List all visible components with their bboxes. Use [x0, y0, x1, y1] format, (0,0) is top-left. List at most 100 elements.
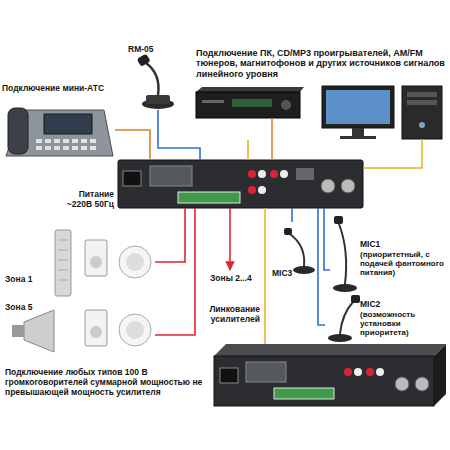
- paging-microphone-part: [146, 63, 159, 95]
- pbx-phone-part: [8, 108, 28, 154]
- pbx-phone-part-part: [81, 139, 87, 143]
- mixer-amplifier-part: [296, 168, 314, 180]
- pbx-phone: [6, 108, 113, 156]
- linked-amplifier-part: [366, 368, 374, 376]
- signal-cable: [324, 208, 330, 270]
- microphone: MIC2(возможность установки приоритета): [325, 296, 448, 348]
- pbx-phone-part-part: [72, 146, 78, 150]
- computer-part: [322, 86, 394, 128]
- desk-microphone-part: [340, 302, 353, 334]
- linked-amplifier-part: [415, 377, 429, 391]
- desk-microphone-part: [333, 284, 357, 292]
- linked-amplifier: [214, 344, 446, 406]
- pbx-phone-part-part: [63, 146, 69, 150]
- signal-wire-part: [271, 118, 273, 160]
- mixer-amplifier-part: [248, 186, 256, 194]
- microphone: MIC1(приоритетный, с подачей фантомного …: [330, 212, 448, 294]
- computer-part: [340, 136, 376, 139]
- signal-cable: [155, 208, 195, 335]
- cd-player: [196, 87, 304, 118]
- paging-microphone-part: [137, 54, 151, 67]
- pbx-phone-part: [44, 114, 92, 134]
- node-caption: Подключение ПК, CD/MP3 проигрывателей, A…: [196, 48, 446, 79]
- node-note: (возможность установки приоритета): [360, 310, 446, 338]
- zone-speakers-part: [55, 230, 71, 296]
- mixer-amplifier-part: [258, 186, 266, 194]
- annotation-text: Линкование усилителей: [196, 305, 260, 325]
- signal-cable: [318, 208, 325, 325]
- computer-part: [352, 128, 364, 136]
- mixer-amplifier-part: [321, 179, 335, 193]
- desk-microphone: [284, 228, 315, 274]
- computer-part: [407, 100, 437, 105]
- mixer-amplifier-part: [248, 170, 256, 178]
- zone-speakers-part: [58, 280, 68, 281]
- mixer-amplifier-part: [118, 160, 363, 208]
- microphone: MIC3: [272, 222, 314, 277]
- pbx-phone-part-part: [45, 146, 51, 150]
- desk-microphone-part: [290, 234, 304, 266]
- zone-speakers-part: [119, 246, 151, 278]
- amplifier: Питание ~220В 50Гц: [118, 160, 363, 208]
- speaker-zone: Зона 5: [5, 303, 155, 362]
- node-caption: MIC2: [360, 300, 446, 310]
- node-caption: Подключение мини-АТС: [2, 84, 114, 94]
- linked-amplifier-part: [246, 362, 286, 382]
- cd-player-part: [196, 87, 304, 92]
- signal-cable: [247, 140, 249, 160]
- desk-microphone-part: [351, 295, 360, 303]
- signal-cable: [291, 208, 293, 222]
- computer-part: [407, 92, 437, 97]
- zone-speakers-part: [58, 270, 68, 271]
- cd-player-part: [196, 92, 300, 118]
- pbx-device: Подключение мини-АТС: [0, 82, 115, 160]
- pbx-phone-part-part: [45, 139, 51, 143]
- mixer-amplifier-part: [258, 170, 266, 178]
- mixer-amplifier-part: [178, 192, 240, 203]
- node-caption: MIC3: [272, 269, 302, 279]
- signal-cable: [155, 208, 185, 262]
- node-caption: Питание ~220В 50Гц: [56, 190, 114, 210]
- zone-speakers-part: [126, 253, 144, 271]
- desk-microphone-part: [334, 216, 343, 224]
- mixer-amplifier-part: [270, 170, 278, 178]
- pbx-phone-part-part: [54, 139, 60, 143]
- linked-amplifier-part: [220, 368, 238, 383]
- pbx-phone-part-part: [90, 139, 96, 143]
- linked-amplifier-part: [214, 344, 446, 356]
- zone-speakers: [12, 310, 151, 352]
- node-caption: MIC1: [360, 240, 448, 250]
- linked-amplifier-part: [344, 368, 352, 376]
- computer-part: [402, 86, 442, 139]
- desk-microphone: [328, 295, 360, 342]
- node-caption: RM-05: [128, 45, 183, 55]
- mixer-amplifier-part: [123, 171, 141, 186]
- cd-player-part: [202, 100, 224, 103]
- linked-amplifier-part: [274, 388, 334, 399]
- mixer-amplifier-part: [280, 170, 288, 178]
- zone-speakers-part: [58, 250, 68, 251]
- zone-speakers-part: [126, 321, 144, 339]
- mixer-amplifier-part: [150, 166, 192, 186]
- mixer-amplifier-part: [341, 179, 355, 193]
- linked-amplifier-part: [214, 356, 434, 406]
- desk-microphone-part: [293, 266, 315, 274]
- desk-microphone-part: [339, 224, 346, 284]
- pbx-phone-part-part: [72, 139, 78, 143]
- pbx-phone-part-part: [36, 146, 42, 150]
- speaker-zone: Зоны 2...4: [210, 270, 258, 298]
- node-caption: Зона 5: [5, 303, 53, 313]
- cd-player-part: [281, 100, 291, 110]
- zone-speakers-part: [90, 256, 102, 268]
- signal-wire-part: [264, 208, 266, 348]
- pbx-phone-part: [36, 139, 96, 150]
- zone-speakers-part: [119, 314, 151, 346]
- linked-amplifier-part: [434, 344, 446, 406]
- pbx-phone-part-part: [36, 139, 42, 143]
- speaker-zone: Зона 1: [5, 225, 155, 300]
- computer: [322, 86, 442, 139]
- linked-amplifier-part: [354, 368, 362, 376]
- zone-speakers-part: [12, 325, 24, 337]
- paging-microphone-part: [146, 95, 170, 104]
